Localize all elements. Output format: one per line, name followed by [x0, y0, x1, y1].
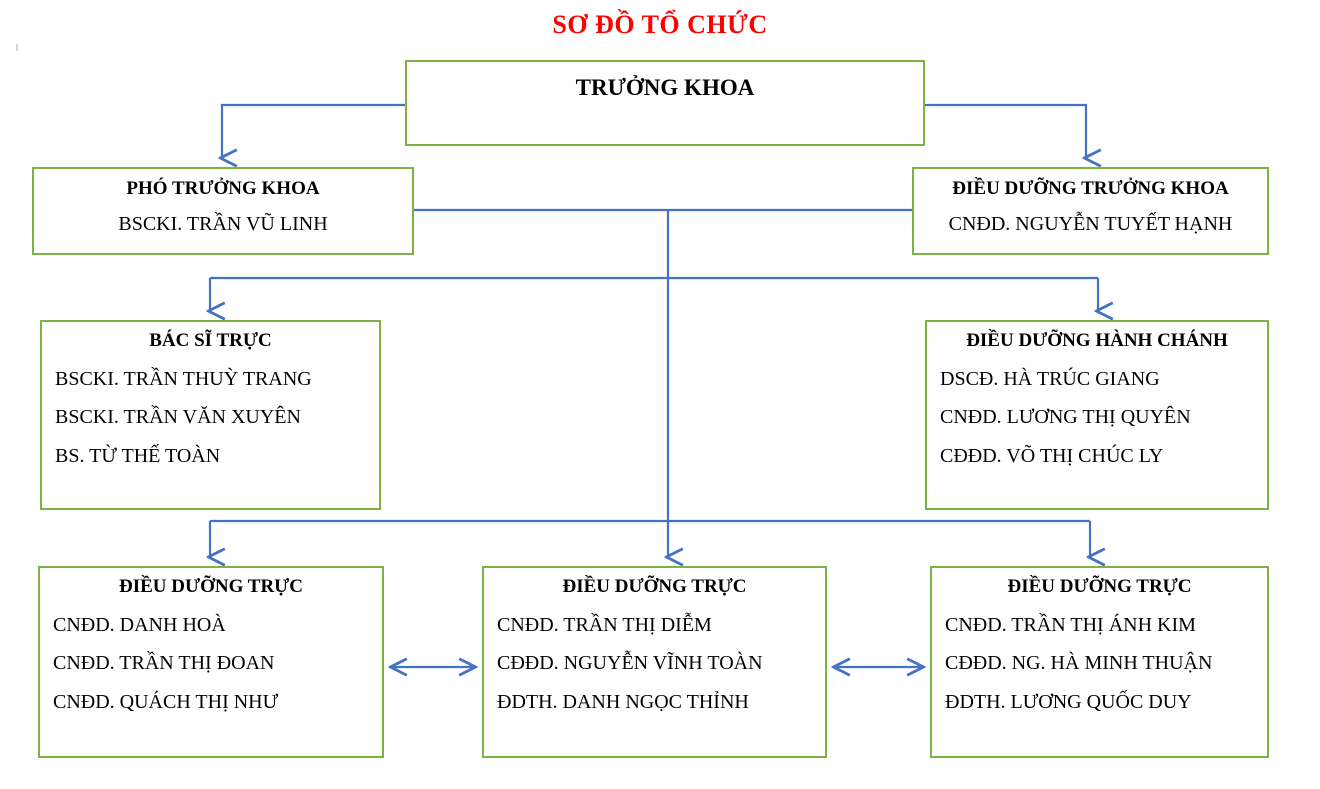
node-dieu-duong-truc-2-member-1: CNĐD. TRẦN THỊ DIỄM [497, 613, 712, 636]
node-truong-khoa[interactable]: TRƯỞNG KHOA [405, 60, 925, 146]
node-dieu-duong-truc-2-member-3: ĐDTH. DANH NGỌC THỈNH [497, 690, 749, 713]
node-dieu-duong-truc-3-member-1: CNĐD. TRẦN THỊ ÁNH KIM [945, 613, 1196, 636]
node-dieu-duong-truc-3-title: ĐIỀU DƯỠNG TRỰC [1007, 576, 1192, 597]
node-dieu-duong-truc-3[interactable]: ĐIỀU DƯỠNG TRỰC CNĐD. TRẦN THỊ ÁNH KIM C… [930, 566, 1269, 758]
node-dieu-duong-truong-khoa-member-1: CNĐD. NGUYỄN TUYẾT HẠNH [948, 212, 1233, 235]
node-dieu-duong-truc-1-member-1: CNĐD. DANH HOÀ [53, 613, 226, 636]
node-bac-si-truc-title: BÁC SĨ TRỰC [149, 330, 272, 351]
node-bac-si-truc-member-3: BS. TỪ THẾ TOÀN [55, 444, 221, 467]
node-dieu-duong-truc-1-title: ĐIỀU DƯỠNG TRỰC [118, 576, 304, 597]
chart-title: SƠ ĐỒ TỔ CHỨC [552, 10, 768, 39]
node-dieu-duong-hanh-chanh-member-2: CNĐD. LƯƠNG THỊ QUYÊN [940, 406, 1191, 429]
node-dieu-duong-truong-khoa-title: ĐIỀU DƯỠNG TRƯỞNG KHOA [952, 178, 1229, 199]
node-bac-si-truc-member-2: BSCKI. TRẦN VĂN XUYÊN [55, 406, 301, 429]
node-pho-truong-khoa-member-1: BSCKI. TRẦN VŨ LINH [118, 212, 328, 235]
node-pho-truong-khoa[interactable]: PHÓ TRƯỞNG KHOA BSCKI. TRẦN VŨ LINH [32, 167, 414, 255]
connector-truong-khoa-to-dd-truong-khoa [925, 103, 1086, 158]
node-dieu-duong-hanh-chanh[interactable]: ĐIỀU DƯỠNG HÀNH CHÁNH DSCĐ. HÀ TRÚC GIAN… [925, 320, 1269, 510]
node-pho-truong-khoa-title: PHÓ TRƯỞNG KHOA [126, 178, 320, 199]
node-bac-si-truc-member-1: BSCKI. TRẦN THUỲ TRANG [55, 367, 312, 390]
node-dieu-duong-hanh-chanh-member-3: CĐĐD. VÕ THỊ CHÚC LY [940, 444, 1164, 467]
node-dieu-duong-truc-2-title: ĐIỀU DƯỠNG TRỰC [562, 576, 747, 597]
node-dieu-duong-truc-1-member-2: CNĐD. TRẦN THỊ ĐOAN [53, 652, 275, 675]
node-dieu-duong-truong-khoa[interactable]: ĐIỀU DƯỠNG TRƯỞNG KHOA CNĐD. NGUYỄN TUYẾ… [912, 167, 1269, 255]
node-dieu-duong-truc-1-member-3: CNĐD. QUÁCH THỊ NHƯ [53, 690, 279, 713]
node-dieu-duong-truc-3-member-3: ĐDTH. LƯƠNG QUỐC DUY [945, 690, 1192, 713]
node-dieu-duong-truc-2[interactable]: ĐIỀU DƯỠNG TRỰC CNĐD. TRẦN THỊ DIỄM CĐĐD… [482, 566, 827, 758]
node-dieu-duong-hanh-chanh-title: ĐIỀU DƯỠNG HÀNH CHÁNH [966, 330, 1228, 351]
node-bac-si-truc[interactable]: BÁC SĨ TRỰC BSCKI. TRẦN THUỲ TRANG BSCKI… [40, 320, 381, 510]
node-dieu-duong-truc-3-member-2: CĐĐD. NG. HÀ MINH THUẬN [945, 652, 1213, 675]
node-dieu-duong-hanh-chanh-member-1: DSCĐ. HÀ TRÚC GIANG [940, 367, 1160, 390]
connector-truong-khoa-to-pho-truong-khoa [222, 103, 405, 158]
node-dieu-duong-truc-1[interactable]: ĐIỀU DƯỠNG TRỰC CNĐD. DANH HOÀ CNĐD. TRẦ… [38, 566, 384, 758]
page-artifact-mark [16, 44, 18, 51]
node-truong-khoa-title: TRƯỞNG KHOA [575, 75, 755, 100]
node-dieu-duong-truc-2-member-2: CĐĐD. NGUYỄN VĨNH TOÀN [497, 652, 763, 675]
